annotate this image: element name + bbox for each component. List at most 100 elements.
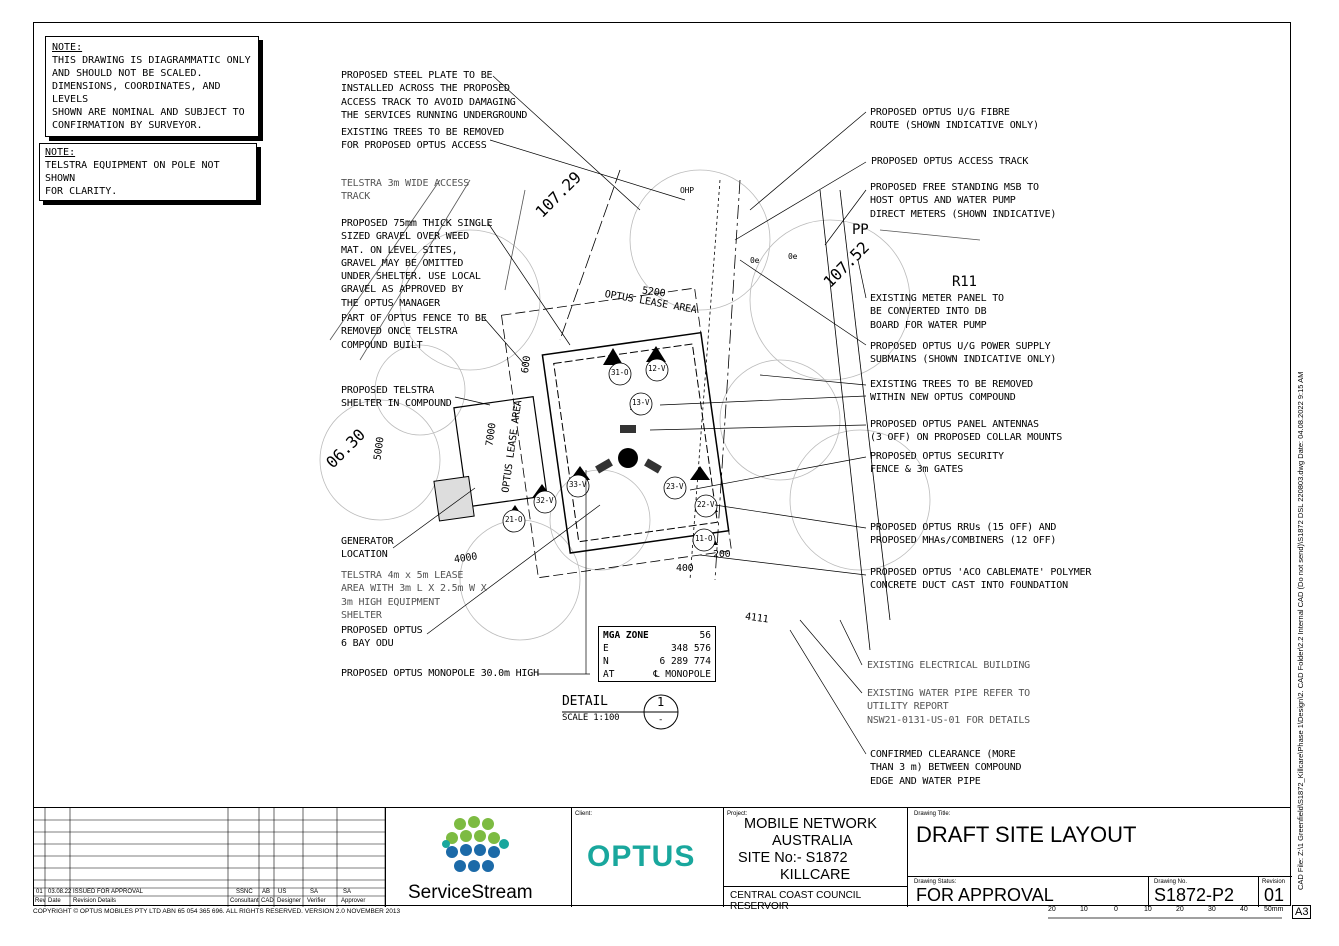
mga-coordinates-box: MGA ZONE 56 E 348 576 N 6 289 774 AT ℄ MONOP… [598, 626, 716, 682]
mga-at-label: AT [603, 669, 615, 680]
sector-label: 23-V [666, 482, 684, 491]
detail-title: DETAIL [562, 694, 608, 709]
sector-label: 13-V [632, 398, 650, 407]
scale-tick: 10 [1080, 906, 1088, 913]
callout-fibre: PROPOSED OPTUS U/G FIBRE ROUTE (SHOWN IN… [870, 107, 1039, 132]
mga-n-label: N [603, 656, 609, 667]
scale-tick: 30 [1208, 906, 1216, 913]
scale-bar: 20 10 0 10 20 30 40 50mm [1045, 906, 1285, 918]
mga-e-label: E [603, 643, 609, 654]
rev-header: CAD [261, 898, 274, 904]
drawing-title: DRAFT SITE LAYOUT [916, 822, 1137, 847]
callout-security: PROPOSED OPTUS SECURITY FENCE & 3m GATES [870, 451, 1004, 476]
project-line: AUSTRALIA [772, 833, 853, 849]
project-label: Project: [727, 811, 748, 817]
note-line: FOR CLARITY. [45, 186, 118, 197]
rev-consultant-cell: SSNC [236, 889, 253, 895]
callout-trees-compound: EXISTING TREES TO BE REMOVED WITHIN NEW … [870, 379, 1033, 404]
scale-tick: 20 [1048, 906, 1056, 913]
sector-label: 31-O [611, 368, 629, 377]
callout-meter-panel: EXISTING METER PANEL TO BE CONVERTED INT… [870, 293, 1004, 331]
callout-monopole: PROPOSED OPTUS MONOPOLE 30.0m HIGH [341, 668, 539, 679]
sector-circles [502, 358, 718, 552]
rev-cell: 01 [36, 889, 43, 895]
note-line: DIMENSIONS, COORDINATES, AND LEVELS [52, 81, 221, 105]
company-name: ServiceStream [408, 882, 533, 903]
ohp-label: OHP [680, 186, 694, 195]
mga-at-value: ℄ MONOPOLE [653, 669, 711, 680]
mga-e-value: 348 576 [670, 643, 711, 654]
rev-cad-cell: AB [262, 889, 271, 895]
project-line: KILLCARE [780, 867, 851, 883]
callout-trees-access: EXISTING TREES TO BE REMOVED FOR PROPOSE… [341, 127, 504, 152]
oe-label: 0e [788, 252, 798, 261]
mga-n-value: 6 289 774 [659, 656, 711, 667]
callout-telstra-track: TELSTRA 3m WIDE ACCESS TRACK [341, 178, 470, 203]
scale-tick: 0 [1114, 906, 1118, 913]
callout-aco: PROPOSED OPTUS 'ACO CABLEMATE' POLYMER C… [870, 567, 1092, 592]
rev-approver-cell: SA [343, 889, 352, 895]
drawing-title-cell: Drawing Title: DRAFT SITE LAYOUT Drawing… [907, 808, 1292, 907]
detail-number: 1 [657, 695, 665, 709]
rev-verifier-cell: SA [310, 889, 319, 895]
scale-tick: 40 [1240, 906, 1248, 913]
rev-header: Date [48, 898, 61, 904]
note-line: TELSTRA EQUIPMENT ON POLE NOT SHOWN [45, 160, 220, 184]
leader-lines [392, 75, 867, 755]
note-line: SHOWN ARE NOMINAL AND SUBJECT TO [52, 107, 245, 118]
client-logo: OPTUS [587, 840, 696, 873]
detail-scale: SCALE 1:100 [562, 713, 620, 723]
optus-compound [433, 287, 732, 579]
drawing-no-label: Drawing No. [1154, 879, 1188, 885]
callout-telstra-lease: TELSTRA 4m x 5m LEASE AREA WITH 3m L X 2… [341, 570, 487, 621]
detail-sheet: - [658, 715, 664, 725]
revision-table-grid [33, 808, 385, 907]
status-label: Drawing Status: [914, 879, 957, 885]
callout-access-track: PROPOSED OPTUS ACCESS TRACK [871, 156, 1029, 167]
revision-number: 01 [1264, 885, 1285, 905]
sector-label: 33-V [569, 480, 587, 489]
note-scaling: NOTE: THIS DRAWING IS DIAGRAMMATIC ONLY … [45, 36, 259, 137]
servicestream-logo-icon [442, 816, 509, 872]
title-block: 01 03.08.22 ISSUED FOR APPROVAL SSNC AB … [33, 807, 1292, 912]
drawing-status: FOR APPROVAL [916, 885, 1054, 905]
callout-power: PROPOSED OPTUS U/G POWER SUPPLY SUBMAINS… [870, 341, 1057, 366]
project-sub: CENTRAL COAST COUNCIL RESERVOIR [730, 890, 861, 912]
drawing-title-label: Drawing Title: [914, 811, 951, 817]
sector-label: 12-V [648, 364, 666, 373]
mga-zone-value: 56 [699, 630, 711, 641]
dim-600: 600 [519, 355, 534, 375]
note-heading: NOTE: [52, 42, 83, 53]
client-label: Client: [575, 811, 593, 817]
callout-steel-plate: PROPOSED STEEL PLATE TO BE INSTALLED ACR… [341, 70, 528, 121]
note-line: THIS DRAWING IS DIAGRAMMATIC ONLY [52, 55, 251, 66]
servicestream-cell: ServiceStream [385, 808, 571, 907]
callout-generator: GENERATOR LOCATION [341, 536, 394, 561]
rev-header: Rev [35, 898, 46, 904]
sector-label: 22-V [697, 500, 715, 509]
rev-header: Revision Details [73, 898, 117, 904]
note-telstra: NOTE: TELSTRA EQUIPMENT ON POLE NOT SHOW… [39, 143, 257, 201]
sector-label: 32-V [536, 496, 554, 505]
rev-header: Verifier [307, 898, 326, 904]
scale-tick: 10 [1144, 906, 1152, 913]
callout-electrical: EXISTING ELECTRICAL BUILDING [867, 660, 1030, 671]
dim-200: 200 [713, 549, 731, 560]
project-line: MOBILE NETWORK [744, 816, 877, 832]
mga-zone-label: MGA ZONE [603, 630, 649, 641]
oe-label: 0e [750, 256, 760, 265]
access-track [329, 169, 981, 651]
rev-details-cell: ISSUED FOR APPROVAL [73, 889, 143, 895]
pp-label: PP [852, 222, 869, 238]
tree-canopies [319, 169, 931, 641]
sector-label: 21-O [505, 515, 523, 524]
scale-tick: 50mm [1264, 906, 1284, 913]
callout-antennas: PROPOSED OPTUS PANEL ANTENNAS (3 OFF) ON… [870, 419, 1063, 444]
rev-header: Consultant [230, 898, 259, 904]
callout-odu: PROPOSED OPTUS 6 BAY ODU [341, 625, 423, 650]
callout-gravel: PROPOSED 75mm THICK SINGLE SIZED GRAVEL … [341, 218, 493, 309]
drawing-number: S1872-P2 [1154, 885, 1235, 905]
project-line: SITE No:- S1872 [738, 850, 848, 866]
dim-400: 400 [676, 563, 694, 574]
